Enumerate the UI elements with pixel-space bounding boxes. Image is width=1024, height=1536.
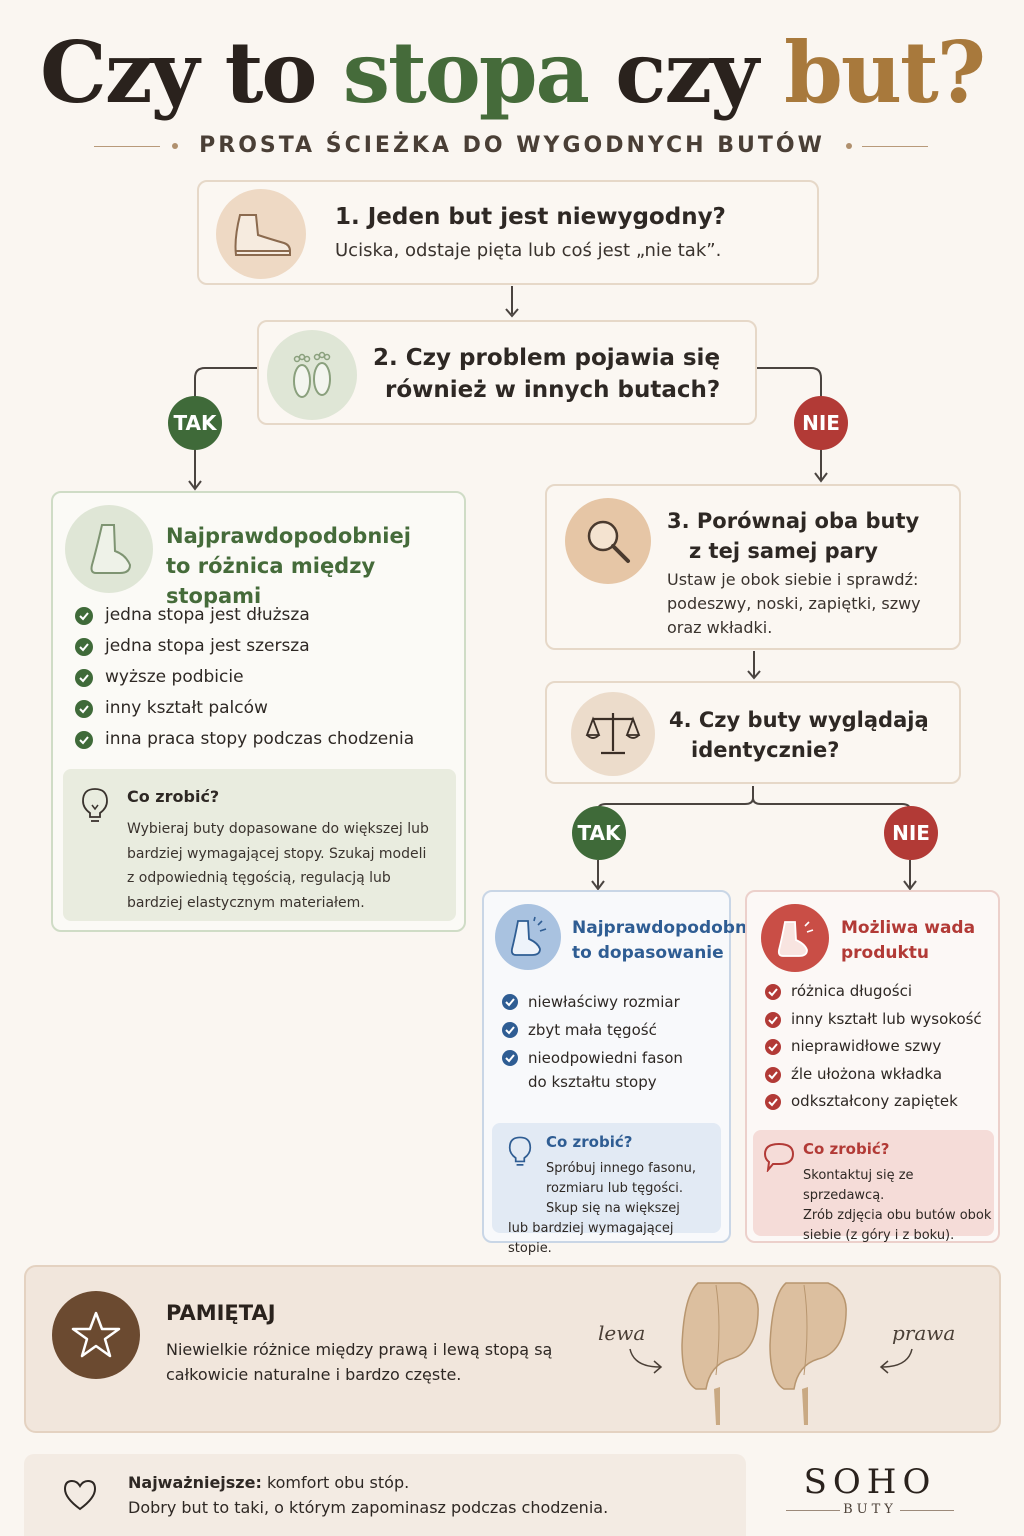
arrow-icon — [879, 1348, 913, 1374]
list-item: niewłaściwy rozmiar — [502, 990, 683, 1014]
divider — [786, 1510, 840, 1511]
brand-subtitle: BUTY — [843, 1502, 897, 1517]
branch1-connectors — [188, 367, 828, 491]
list-item: jedna stopa jest szersza — [75, 636, 414, 667]
list-item: odkształcony zapiętek — [765, 1092, 982, 1120]
check-icon — [75, 669, 93, 687]
check-icon — [765, 984, 781, 1000]
check-icon — [765, 1066, 781, 1083]
brand-logo: SOHO — [803, 1462, 937, 1502]
yes-badge: TAK — [168, 396, 222, 450]
right-label: prawa — [892, 1321, 956, 1345]
list-item: nieprawidłowe szwy — [765, 1037, 982, 1065]
check-icon — [75, 638, 93, 656]
tip-title: Co zrobić? — [127, 787, 220, 806]
check-icon — [765, 1011, 781, 1028]
foot-difference-list: jedna stopa jest dłuższa jedna stopa jes… — [75, 605, 414, 760]
check-icon — [75, 731, 93, 749]
connector — [511, 286, 513, 314]
list-item: źle ułożona wkładka — [765, 1065, 982, 1093]
arrow-down-icon — [747, 670, 761, 680]
left-label: lewa — [598, 1321, 646, 1345]
tip-box: Co zrobić? Wybieraj buty dopasowane do w… — [63, 769, 456, 921]
tip-title: Co zrobić? — [803, 1140, 890, 1158]
tip-box: Co zrobić? Skontaktuj się ze sprzedawcą.… — [753, 1130, 994, 1243]
tip-title: Co zrobić? — [546, 1133, 633, 1151]
foot-pain-icon — [495, 904, 561, 970]
remember-panel: PAMIĘTAJ Niewielkie różnice między prawą… — [24, 1265, 1001, 1433]
list-item: inna praca stopy podczas chodzenia — [75, 729, 414, 760]
divider-dot — [172, 143, 178, 149]
defect-list: różnica długości inny kształt lub wysoko… — [765, 982, 982, 1120]
divider-dot — [846, 143, 852, 149]
speech-bubble-icon — [763, 1142, 795, 1172]
divider — [94, 146, 160, 147]
tip-text: Spróbuj innego fasonu,rozmiaru lub tęgoś… — [508, 1161, 697, 1256]
page-title: Czy to stopa czy but? — [40, 23, 986, 122]
list-item: inny kształt palców — [75, 698, 414, 729]
check-icon — [75, 607, 93, 625]
no-badge: NIE — [884, 806, 938, 860]
scale-icon — [571, 692, 655, 776]
foot-icon — [65, 505, 153, 593]
check-icon — [502, 994, 518, 1010]
lightbulb-icon — [82, 788, 108, 822]
heart-icon — [63, 1479, 97, 1511]
tip-text: Skontaktuj się ze sprzedawcą.Zrób zdjęci… — [803, 1168, 992, 1243]
arrow-icon — [629, 1348, 663, 1374]
list-item: zbyt mała tęgość — [502, 1018, 683, 1042]
shoe-icon — [216, 189, 306, 279]
remember-title: PAMIĘTAJ — [166, 1301, 276, 1325]
step1-title: 1. Jeden but jest niewygodny? — [335, 204, 726, 230]
foot-pain-icon — [761, 904, 829, 972]
list-item: jedna stopa jest dłuższa — [75, 605, 414, 636]
connector — [753, 651, 755, 677]
star-icon — [52, 1291, 140, 1379]
divider — [862, 146, 928, 147]
tip-text: Wybieraj buty dopasowane do większej lub… — [127, 821, 429, 911]
step1-card: 1. Jeden but jest niewygodny? Uciska, od… — [197, 180, 819, 285]
step3-text: Ustaw je obok siebie i sprawdź:podeszwy,… — [667, 570, 921, 637]
lightbulb-icon — [508, 1136, 532, 1166]
remember-text: Niewielkie różnice między prawą i lewą s… — [166, 1340, 553, 1384]
divider — [900, 1510, 954, 1511]
step1-text: Uciska, odstaje pięta lub coś jest „nie … — [335, 240, 722, 261]
list-item: wyższe podbicie — [75, 667, 414, 698]
magnifier-icon — [565, 498, 651, 584]
footer-text: Najważniejsze: komfort obu stóp.Dobry bu… — [128, 1473, 609, 1517]
tip-box: Co zrobić? Spróbuj innego fasonu,rozmiar… — [492, 1123, 721, 1256]
check-icon — [502, 1022, 518, 1038]
check-icon — [765, 1094, 781, 1110]
list-item: inny kształt lub wysokość — [765, 1010, 982, 1038]
pumps-image — [681, 1282, 847, 1425]
footprints-icon — [267, 330, 357, 420]
fit-list: niewłaściwy rozmiar zbyt mała tęgość nie… — [502, 990, 683, 1094]
no-badge: NIE — [794, 396, 848, 450]
yes-badge: TAK — [572, 806, 626, 860]
arrow-down-icon — [505, 308, 519, 318]
list-item: różnica długości — [765, 982, 982, 1010]
check-icon — [75, 700, 93, 718]
check-icon — [502, 1050, 518, 1066]
check-icon — [765, 1039, 781, 1055]
page-subtitle: PROSTA ŚCIEŻKA DO WYGODNYCH BUTÓW — [199, 133, 825, 158]
footer-panel: Najważniejsze: komfort obu stóp.Dobry bu… — [24, 1454, 746, 1536]
branch2-connectors — [591, 786, 917, 891]
